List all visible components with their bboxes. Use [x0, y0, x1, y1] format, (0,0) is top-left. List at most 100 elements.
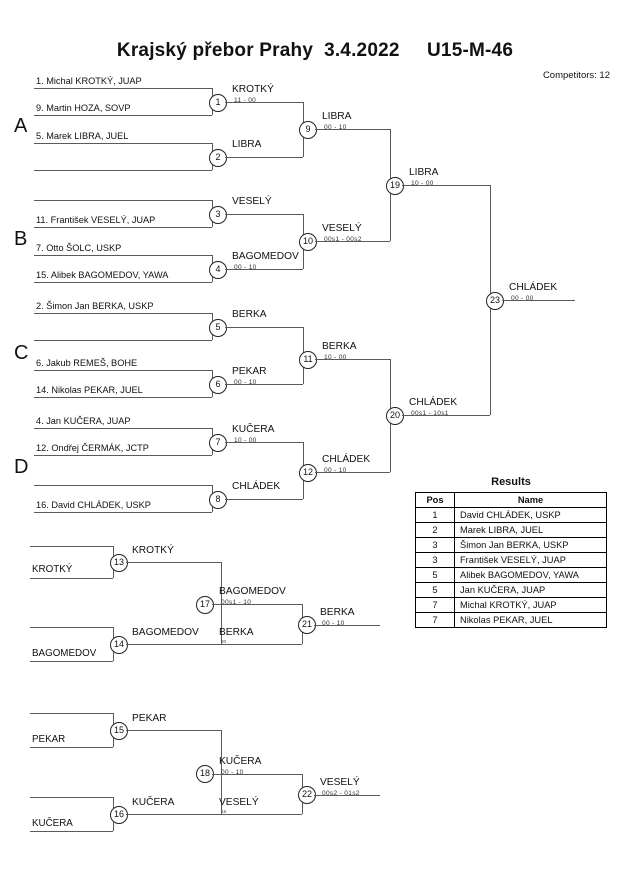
- winner-line: [402, 415, 490, 416]
- match-node-10[interactable]: 10: [299, 233, 317, 251]
- winner-line: [225, 269, 303, 270]
- match-node-8[interactable]: 8: [209, 491, 227, 509]
- match-score-10: 00s1 - 00s2: [324, 236, 362, 243]
- winner-line: [126, 814, 221, 815]
- result-name: Alibek BAGOMEDOV, YAWA: [454, 567, 607, 583]
- winner-line: [225, 214, 303, 215]
- result-name: Šimon Jan BERKA, USKP: [454, 537, 607, 553]
- match-node-20[interactable]: 20: [386, 407, 404, 425]
- entrant-line: [34, 455, 212, 456]
- repechage-line: [30, 627, 113, 628]
- result-position: 3: [415, 552, 455, 568]
- match-node-5[interactable]: 5: [209, 319, 227, 337]
- repechage-feed-m21-lower: BERKA: [219, 627, 254, 638]
- match-score-9: 00 - 10: [324, 124, 347, 131]
- winner-line: [314, 625, 380, 626]
- page-title: Krajský přebor Prahy 3.4.2022 U15-M-46: [116, 40, 514, 61]
- match-node-9[interactable]: 9: [299, 121, 317, 139]
- entrant-label: 1. Michal KROTKÝ, JUAP: [36, 76, 142, 86]
- match-node-18[interactable]: 18: [196, 765, 214, 783]
- repechage-line: [30, 546, 113, 547]
- match-winner-21: BERKA: [320, 607, 355, 618]
- match-node-13[interactable]: 13: [110, 554, 128, 572]
- entrant-label: 15. Alibek BAGOMEDOV, YAWA: [36, 270, 169, 280]
- winner-line: [315, 241, 390, 242]
- match-score-11: 10 - 00: [324, 354, 347, 361]
- match-node-4[interactable]: 4: [209, 261, 227, 279]
- entrant-label: 2. Šimon Jan BERKA, USKP: [36, 301, 154, 311]
- repechage-feed-label: PEKAR: [32, 734, 66, 745]
- result-position: 7: [415, 597, 455, 613]
- match-node-2[interactable]: 2: [209, 149, 227, 167]
- repechage-line: [30, 831, 113, 832]
- match-node-22[interactable]: 22: [298, 786, 316, 804]
- entrant-line: [34, 227, 212, 228]
- match-node-6[interactable]: 6: [209, 376, 227, 394]
- match-winner-10: VESELÝ: [322, 223, 362, 234]
- match-node-14[interactable]: 14: [110, 636, 128, 654]
- entrant-label: 14. Nikolas PEKAR, JUEL: [36, 385, 143, 395]
- match-node-11[interactable]: 11: [299, 351, 317, 369]
- bracket-connector: [221, 562, 222, 644]
- match-node-1[interactable]: 1: [209, 94, 227, 112]
- repechage-line: [30, 578, 113, 579]
- winner-line: [315, 359, 390, 360]
- entrant-line: [34, 255, 212, 256]
- match-score-7: 10 - 00: [234, 437, 257, 444]
- entrant-label: 5. Marek LIBRA, JUEL: [36, 131, 129, 141]
- match-node-15[interactable]: 15: [110, 722, 128, 740]
- match-node-16[interactable]: 16: [110, 806, 128, 824]
- match-winner-22: VESELÝ: [320, 777, 360, 788]
- feed-ref-m22: 19: [221, 809, 227, 814]
- result-position: 5: [415, 567, 455, 583]
- match-score-17: 00s1 - 10: [221, 599, 252, 606]
- entrant-label: 7. Otto ŠOLC, USKP: [36, 243, 122, 253]
- feed-line: [212, 814, 302, 815]
- match-winner-6: PEKAR: [232, 366, 267, 377]
- entrant-line: [34, 485, 212, 486]
- repechage-line: [30, 797, 113, 798]
- match-winner-14: BAGOMEDOV: [132, 627, 199, 638]
- match-score-12: 00 - 10: [324, 467, 347, 474]
- match-node-17[interactable]: 17: [196, 596, 214, 614]
- entrant-line: [34, 313, 212, 314]
- match-winner-3: VESELÝ: [232, 196, 272, 207]
- entrant-label: 11. František VESELÝ, JUAP: [36, 215, 156, 225]
- repechage-line: [30, 747, 113, 748]
- match-winner-2: LIBRA: [232, 139, 262, 150]
- match-node-3[interactable]: 3: [209, 206, 227, 224]
- winner-line: [314, 795, 380, 796]
- result-name: Michal KROTKÝ, JUAP: [454, 597, 607, 613]
- winner-line: [225, 157, 303, 158]
- match-node-19[interactable]: 19: [386, 177, 404, 195]
- entrant-line: [34, 512, 212, 513]
- feed-line: [212, 644, 302, 645]
- bracket-connector: [221, 730, 222, 814]
- match-score-21: 00 - 10: [322, 620, 345, 627]
- entrant-line: [34, 143, 212, 144]
- match-winner-8: CHLÁDEK: [232, 481, 281, 492]
- match-node-7[interactable]: 7: [209, 434, 227, 452]
- entrant-line: [34, 340, 212, 341]
- match-winner-4: BAGOMEDOV: [232, 251, 299, 262]
- repechage-feed-m22-lower: VESELÝ: [219, 797, 259, 808]
- result-position: 5: [415, 582, 455, 598]
- winner-line: [225, 499, 303, 500]
- match-winner-12: CHLÁDEK: [322, 454, 371, 465]
- match-winner-16: KUČERA: [132, 797, 175, 808]
- entrant-label: 9. Martin HOZA, SOVP: [36, 103, 131, 113]
- winner-line: [126, 644, 221, 645]
- match-node-23[interactable]: 23: [486, 292, 504, 310]
- result-position: 3: [415, 537, 455, 553]
- match-score-6: 00 - 10: [234, 379, 257, 386]
- repechage-line: [30, 661, 113, 662]
- competitors-count: Competitors: 12: [542, 70, 610, 81]
- match-node-12[interactable]: 12: [299, 464, 317, 482]
- match-winner-19: LIBRA: [409, 167, 439, 178]
